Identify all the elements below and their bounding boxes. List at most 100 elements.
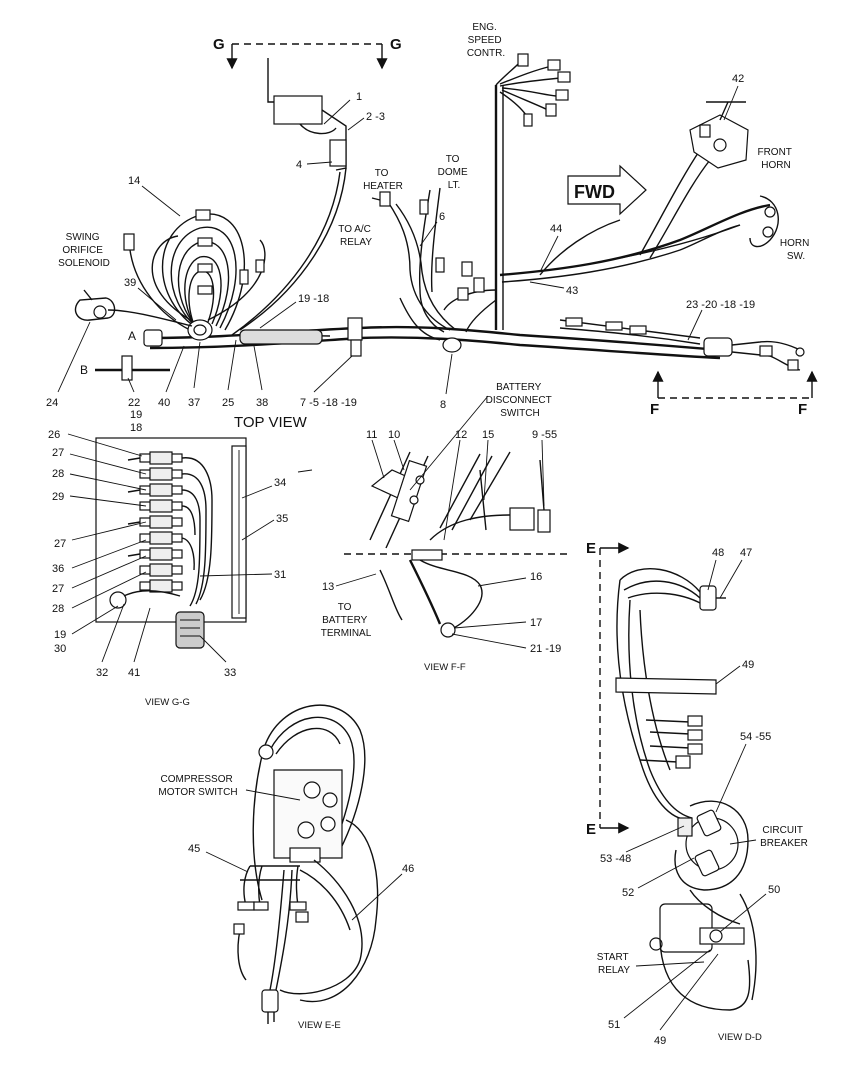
section-a-label: A [128,329,136,343]
section-e-top: E [586,540,596,557]
view-ee-title: VIEW E-E [298,1020,341,1031]
eng-speed-label: ENG. SPEED CONTR. [467,22,505,59]
callout-13: 13 [322,581,334,593]
callout-49a: 49 [742,659,754,671]
callout-25: 25 [222,397,234,409]
callout-48: 48 [712,547,724,559]
view-gg-title: VIEW G-G [145,697,190,708]
callout-27a: 27 [52,447,64,459]
callout-22: 22 [128,397,140,409]
loop-bundle [123,209,266,341]
callout-12: 12 [455,429,467,441]
callout-19-18: 19 -18 [298,293,329,305]
callout-53-48: 53 -48 [600,853,631,865]
callout-1: 1 [356,91,362,103]
callout-31: 31 [274,569,286,581]
section-f-left: F [650,401,659,418]
fuse-rows [109,451,213,649]
callout-27b: 27 [54,538,66,550]
callout-44: 44 [550,223,562,235]
to-ac-relay-label: TO A/C RELAY [338,224,373,248]
battery-disconnect-label: BATTERY DISCONNECT SWITCH [486,382,555,419]
horn-sw-label: HORN SW. [780,238,812,262]
callout-29: 29 [52,491,64,503]
top-view-label: TOP VIEW [234,414,308,431]
callout-24: 24 [46,397,58,409]
section-f-marker: F F [650,370,818,418]
section-g-marker: G G [213,36,402,70]
view-gg-panel [95,437,247,649]
callout-14: 14 [128,175,140,187]
view-dd: E E [586,540,757,1011]
compressor-label: COMPRESSOR MOTOR SWITCH [158,774,237,798]
callout-41: 41 [128,667,140,679]
callout-2-3: 2 -3 [366,111,385,123]
callout-19b: 19 [54,629,66,641]
section-f-right: F [798,401,807,418]
view-ee [233,704,379,1024]
callout-35: 35 [276,513,288,525]
callout-15: 15 [482,429,494,441]
callout-19-top: 19 [130,409,142,421]
callout-54-55: 54 -55 [740,731,771,743]
callout-34: 34 [274,477,286,489]
callout-18-top: 18 [130,422,142,434]
view-dd-title: VIEW D-D [718,1032,762,1043]
callout-27c: 27 [52,583,64,595]
callout-33: 33 [224,667,236,679]
swing-orifice-solenoid [74,289,193,327]
fwd-label: FWD [574,182,615,202]
callout-9-55: 9 -55 [532,429,557,441]
callout-36: 36 [52,563,64,575]
top-labels: ENG. SPEED CONTR. FRONT HORN HORN SW. TO… [58,22,812,431]
callout-26: 26 [48,429,60,441]
section-g-left: G [213,36,225,53]
circuit-breaker-label: CIRCUIT BREAKER [760,825,808,849]
swing-solenoid-label: SWING ORIFICE SOLENOID [58,232,110,269]
callout-28a: 28 [52,468,64,480]
callout-7-5-18-19: 7 -5 -18 -19 [300,397,357,409]
ff-callouts: 11 10 12 15 9 -55 13 16 17 21 -19 VIEW F… [322,429,561,673]
callout-52: 52 [622,887,634,899]
dd-callouts: 48 47 49 54 -55 CIRCUIT BREAKER 53 -48 5… [597,547,808,1047]
callout-10: 10 [388,429,400,441]
main-callouts: 1 2 -3 4 6 14 39 19 -18 44 43 42 23 -20 … [46,73,755,411]
callout-37: 37 [188,397,200,409]
callout-8: 8 [440,399,446,411]
to-dome-label: TO DOME LT. [438,154,471,191]
view-ff: BATTERY DISCONNECT SWITCH TO BATTERY TER… [297,382,570,639]
callout-39: 39 [124,277,136,289]
gg-callouts: 19 18 26 27 28 29 27 36 27 28 19 30 32 4… [48,409,288,708]
callout-50: 50 [768,884,780,896]
to-battery-label: TO BATTERY TERMINAL [321,602,372,639]
eng-speed-bundle [435,53,571,333]
section-e-bottom: E [586,821,596,838]
callout-17: 17 [530,617,542,629]
callout-51: 51 [608,1019,620,1031]
callout-46: 46 [402,863,414,875]
callout-32: 32 [96,667,108,679]
callout-23-20-18-19: 23 -20 -18 -19 [686,299,755,311]
section-g-right: G [390,36,402,53]
horn-switch [619,195,779,259]
callout-45: 45 [188,843,200,855]
ee-callouts: COMPRESSOR MOTOR SWITCH 45 46 VIEW E-E [158,774,414,1031]
callout-21-19: 21 -19 [530,643,561,655]
callout-49b: 49 [654,1035,666,1047]
callout-4: 4 [296,159,302,171]
callout-16: 16 [530,571,542,583]
callout-38: 38 [256,397,268,409]
callout-11: 11 [366,429,377,441]
start-relay [649,889,757,1011]
main-harness: A B [74,53,805,381]
fwd-arrow: FWD [567,164,647,216]
to-heater-label: TO HEATER [363,168,403,192]
front-horn [689,101,749,169]
callout-6: 6 [439,211,445,223]
callout-28b: 28 [52,603,64,615]
callout-47: 47 [740,547,752,559]
callout-42: 42 [732,73,744,85]
callout-30: 30 [54,643,66,655]
callout-40: 40 [158,397,170,409]
